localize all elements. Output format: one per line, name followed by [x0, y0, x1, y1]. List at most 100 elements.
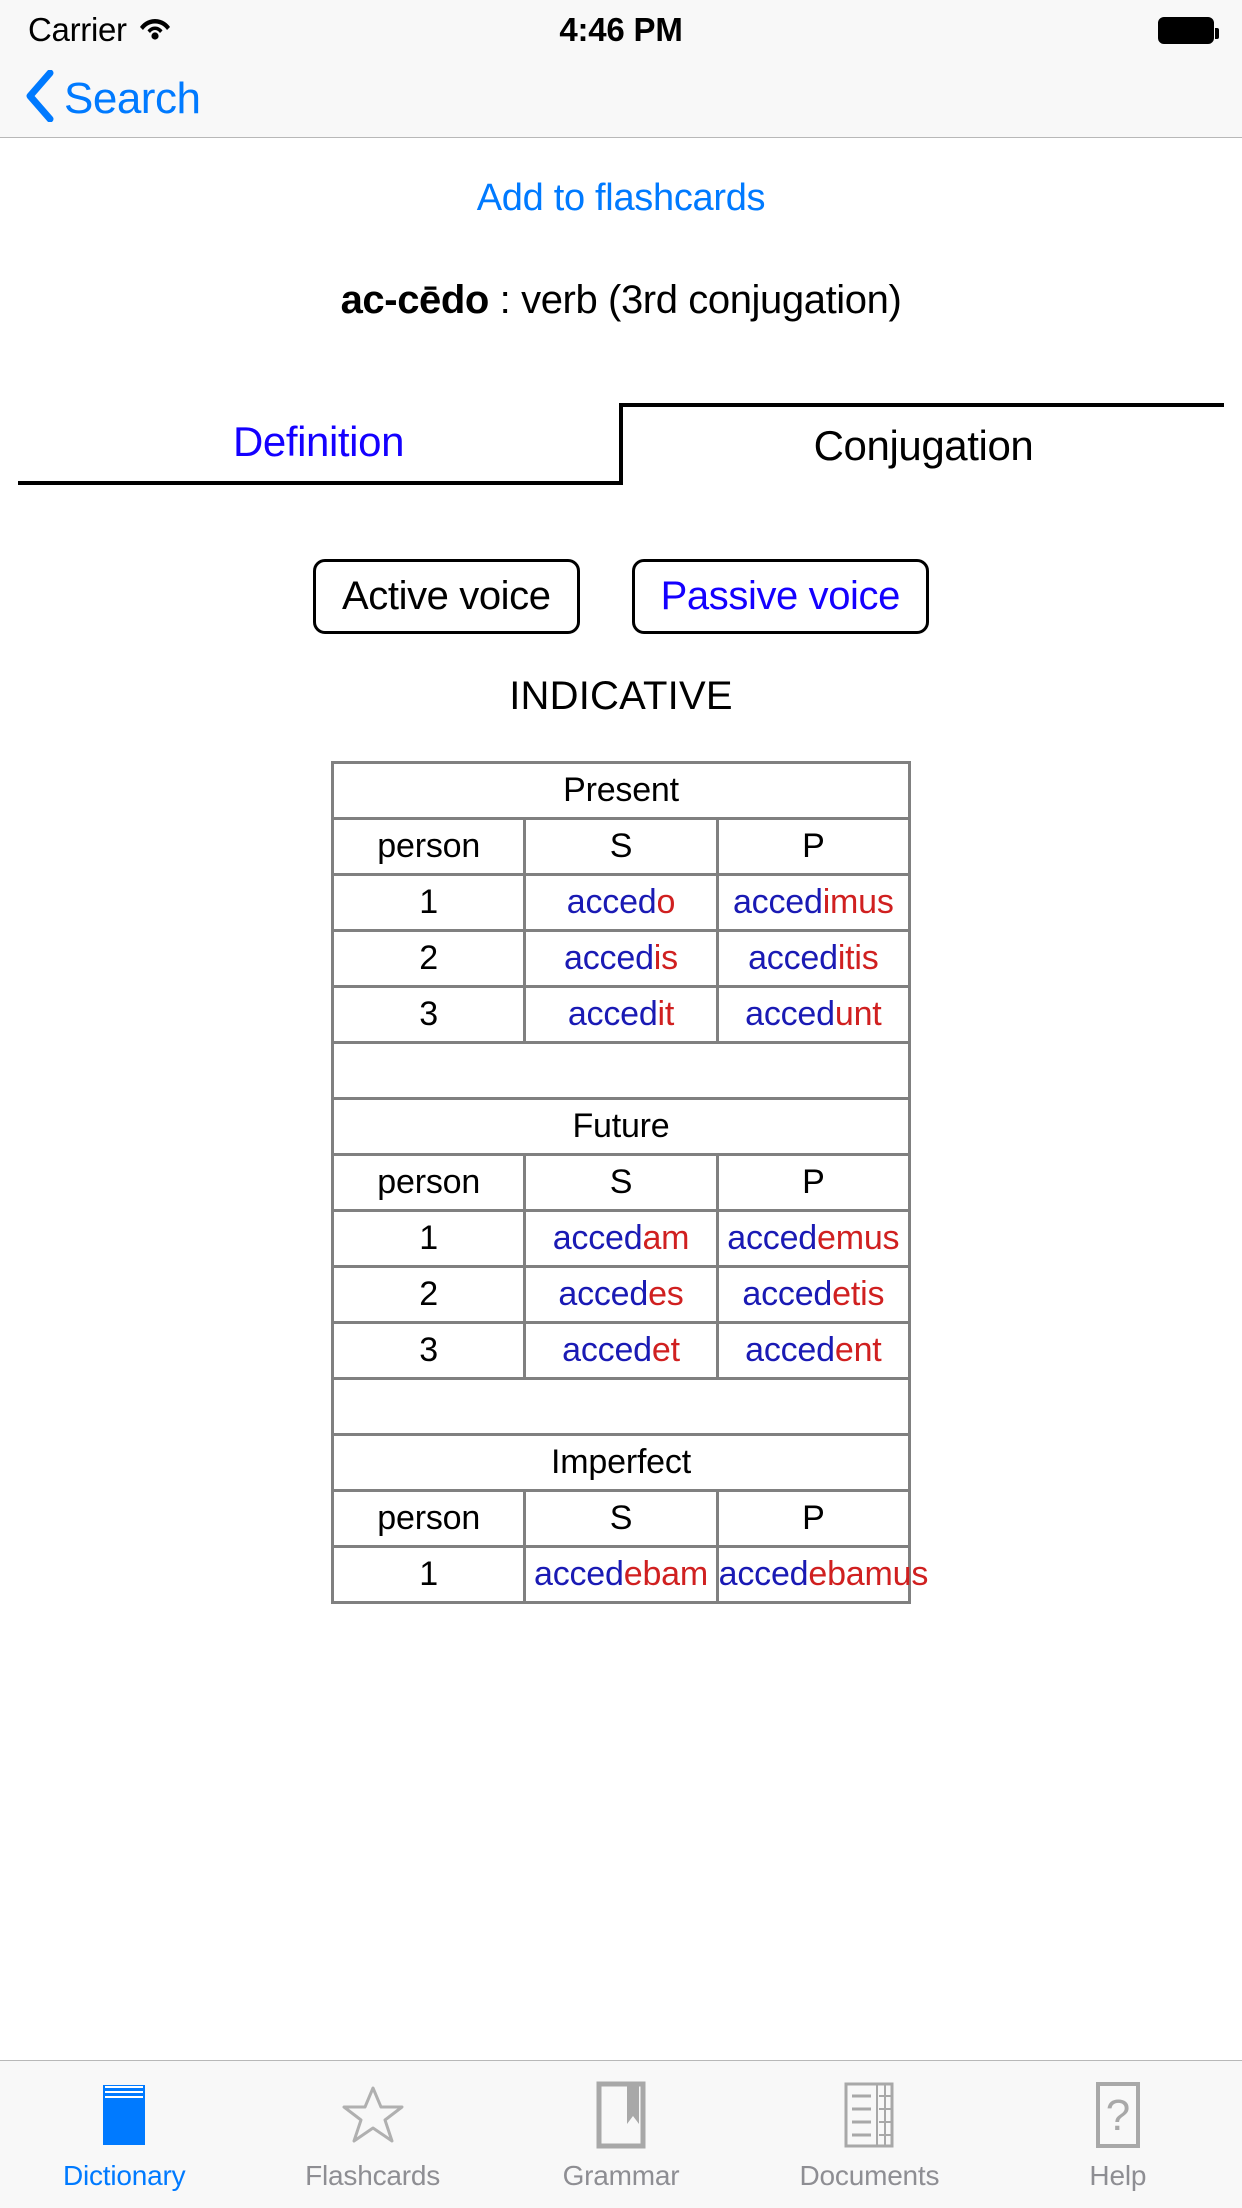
- tense-title-row: Present: [331, 761, 911, 820]
- cell-singular: accedit: [523, 985, 719, 1044]
- tense-title: Present: [331, 761, 911, 820]
- tab-bar-item-flashcards[interactable]: Flashcards: [248, 2061, 496, 2208]
- cell-person: 3: [330, 1321, 527, 1380]
- cell-person: 1: [330, 873, 527, 932]
- voice-selector: Active voice Passive voice: [0, 559, 1242, 634]
- cell-person: 1: [330, 1545, 527, 1604]
- header-plural: P: [715, 1489, 912, 1548]
- back-button[interactable]: Search: [24, 69, 201, 127]
- cell-person: 1: [330, 1209, 527, 1268]
- tense-title-row: Future: [331, 1097, 911, 1156]
- navigation-bar: Search: [0, 60, 1242, 138]
- entry-headword-line: ac-cēdo : verb (3rd conjugation): [0, 278, 1242, 323]
- status-bar-left: Carrier: [28, 11, 171, 49]
- word-stem: acced: [567, 995, 658, 1033]
- word-ending: is: [653, 939, 678, 977]
- headword-separator: :: [488, 278, 522, 322]
- tab-bar-label-flashcards: Flashcards: [305, 2159, 441, 2191]
- word-stem: acced: [745, 995, 835, 1033]
- status-bar-right: [1158, 16, 1219, 44]
- cell-plural: accedunt: [715, 985, 912, 1044]
- tab-bar-item-grammar[interactable]: Grammar: [497, 2061, 745, 2208]
- header-person: person: [330, 817, 527, 876]
- word-stem: acced: [564, 939, 654, 977]
- tab-bar-label-grammar: Grammar: [562, 2159, 680, 2191]
- word-ending: unt: [834, 995, 882, 1033]
- word-ending: o: [656, 883, 676, 921]
- word-stem: acced: [558, 1275, 649, 1313]
- word-ending: it: [657, 995, 675, 1033]
- word-ending: etis: [832, 1275, 885, 1313]
- word-ending: ent: [834, 1331, 882, 1369]
- cell-person: 3: [330, 985, 527, 1044]
- tab-conjugation[interactable]: Conjugation: [623, 403, 1224, 485]
- table-spacer-cell: [331, 1377, 911, 1436]
- tab-definition-label: Definition: [232, 418, 405, 465]
- document-icon: [841, 2078, 897, 2152]
- part-of-speech: verb (3rd conjugation): [521, 278, 902, 322]
- tab-bar-item-dictionary[interactable]: Dictionary: [0, 2061, 248, 2208]
- active-voice-button[interactable]: Active voice: [313, 559, 580, 634]
- active-voice-label: Active voice: [342, 574, 551, 618]
- battery-full-icon: [1158, 16, 1219, 44]
- word-ending: ebam: [623, 1555, 708, 1593]
- cell-singular: accedebam: [523, 1545, 719, 1604]
- word-ending: imus: [822, 883, 894, 921]
- tab-bar-item-documents[interactable]: Documents: [745, 2061, 993, 2208]
- word-stem: acced: [534, 1555, 624, 1593]
- word-stem: acced: [718, 1555, 809, 1593]
- word-ending: am: [642, 1219, 690, 1257]
- table-spacer-row: [331, 1377, 911, 1436]
- cell-singular: accedet: [523, 1321, 719, 1380]
- tab-bar-item-help[interactable]: ? Help: [994, 2061, 1242, 2208]
- passive-voice-button[interactable]: Passive voice: [631, 559, 929, 634]
- word-ending: ebamus: [808, 1555, 929, 1593]
- table-spacer-row: [331, 1041, 911, 1100]
- word-ending: itis: [837, 939, 879, 977]
- word-ending: et: [651, 1331, 680, 1369]
- cell-person: 2: [330, 1265, 527, 1324]
- tab-bar-label-dictionary: Dictionary: [62, 2159, 186, 2191]
- word-stem: acced: [745, 1331, 835, 1369]
- passive-voice-label: Passive voice: [660, 574, 901, 618]
- back-button-label: Search: [64, 73, 201, 123]
- cell-plural: accedimus: [715, 873, 912, 932]
- word-stem: acced: [566, 883, 657, 921]
- word-stem: acced: [562, 1331, 652, 1369]
- status-bar-clock: 4:46 PM: [559, 11, 683, 48]
- carrier-label: Carrier: [28, 11, 127, 48]
- word-ending: emus: [817, 1219, 900, 1257]
- cell-plural: acceditis: [715, 929, 912, 988]
- bottom-tab-bar: Dictionary Flashcards Grammar Do: [0, 2060, 1242, 2208]
- book-icon: [93, 2078, 155, 2152]
- headword: ac-cēdo: [340, 278, 490, 322]
- word-ending: es: [648, 1275, 684, 1313]
- mood-title: INDICATIVE: [509, 674, 733, 718]
- cell-singular: accedo: [523, 873, 719, 932]
- cell-plural: accedent: [715, 1321, 912, 1380]
- chevron-left-icon: [24, 69, 54, 127]
- entry-tabs: Definition Conjugation: [0, 403, 1242, 485]
- bookmark-icon: [593, 2078, 649, 2152]
- word-stem: acced: [732, 883, 823, 921]
- question-icon: ?: [1090, 2078, 1146, 2152]
- word-stem: acced: [727, 1219, 818, 1257]
- cell-singular: accedis: [523, 929, 719, 988]
- word-stem: acced: [742, 1275, 833, 1313]
- cell-plural: accedemus: [715, 1209, 912, 1268]
- word-stem: acced: [748, 939, 838, 977]
- tab-definition[interactable]: Definition: [18, 403, 623, 485]
- header-singular: S: [523, 817, 719, 876]
- add-to-flashcards-button[interactable]: Add to flashcards: [476, 177, 766, 219]
- cell-plural: accedebamus: [715, 1545, 928, 1604]
- header-plural: P: [715, 817, 912, 876]
